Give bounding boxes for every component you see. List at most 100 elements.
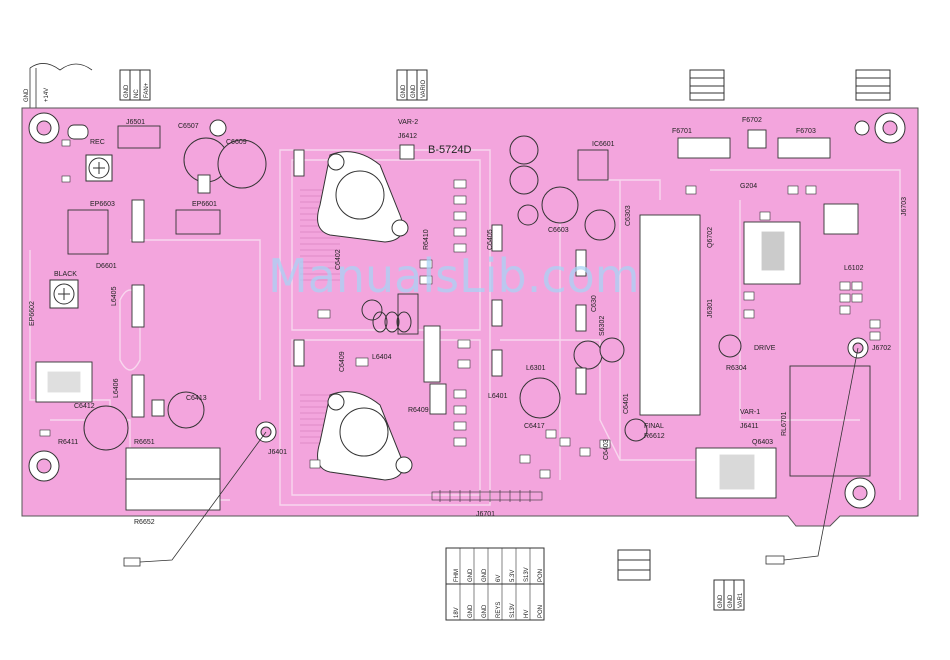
label-ep6601: EP6601 [192,201,217,208]
label-c6412: C6412 [74,403,95,410]
pcb-board [21,107,919,527]
label-j6703: J6703 [901,197,908,216]
wire-label-gnd: GND [24,88,30,102]
label-l6406: L6406 [113,378,120,398]
round-capacitors [83,135,742,451]
label-ep6603: EP6603 [90,201,115,208]
mounting-holes [28,112,906,509]
label-c6402: C6402 [335,249,342,270]
label-c6303: C6303 [625,205,632,226]
label-r6410: R6410 [423,229,430,250]
label-black: BLACK [54,271,77,278]
rect-components [35,124,871,511]
probe-leads [123,347,859,567]
bottom-connector-labels-upper: FHM GND GND 6V 5.3V S13V PON [454,567,544,582]
label-l6102: L6102 [844,265,864,272]
fan-pin-3: FAN+ [144,82,150,98]
var1-connector: GND GND VAR1 [713,579,745,611]
label-f6703: F6703 [796,128,816,135]
vario-pin-2: GND [411,84,417,98]
label-l6404: L6404 [372,354,392,361]
label-j6301: J6301 [707,299,714,318]
var1-pin-1: GND [718,594,724,608]
bottom-connector-block [445,547,545,621]
fan-pin-2: NC [134,89,140,98]
label-r6612: R6612 [644,433,665,440]
label-q6403: Q6403 [752,439,773,446]
top-blank-connector-2 [855,69,891,101]
vario-pin-1: GND [401,84,407,98]
label-l6401: L6401 [488,393,508,400]
fan-pin-1: GND [124,84,130,98]
label-c6417: C6417 [524,423,545,430]
label-r6652: R6652 [134,519,155,526]
pin-fhm: FHM [454,569,460,582]
label-drive: DRIVE [754,345,776,352]
label-f6701: F6701 [672,128,692,135]
label-s6302: S6302 [599,316,606,336]
heatsink-hatching [300,189,340,444]
label-c6603: C6603 [548,227,569,234]
label-board-code: B-5724D [428,144,471,156]
label-var1: VAR-1 [740,409,760,416]
var1-pin-3: VAR1 [738,592,744,608]
label-c6401: C6401 [623,393,630,414]
label-c6609: C6609 [226,139,247,146]
pin-gnd-c: GND [468,604,474,618]
pin-6v: 6V [496,575,502,582]
power-transistor-upper [317,151,409,243]
bottom-connector-labels-lower: 18V GND GND REYS S13V HV PON [454,602,544,618]
vario-connector: GND GND VARIO [396,69,428,101]
variable-resistor-rec [85,154,113,182]
label-l6405: L6405 [111,286,118,306]
label-final: FINAL [644,423,664,430]
label-r6411: R6411 [58,439,78,446]
label-r6409: R6409 [408,407,429,414]
pin-5-3v: 5.3V [510,570,516,582]
label-c6403: C6403 [603,439,610,460]
label-c6507: C6507 [178,123,199,130]
pin-s13v-b: S13V [510,603,516,618]
pin-gnd-b: GND [482,568,488,582]
pin-pon-a: PON [538,569,544,582]
pin-hv: HV [524,610,530,618]
label-r6651: R6651 [134,439,155,446]
coil-l6404 [372,311,412,333]
power-transistor-lower [317,391,413,481]
label-ic6601: IC6601 [592,141,615,148]
smd-parts [39,139,881,479]
label-var2: VAR-2 [398,119,418,126]
pin-pon-b: PON [538,605,544,618]
label-c6413: C6413 [186,395,207,402]
label-c6405: C6405 [487,229,494,250]
variable-resistor-black [49,279,79,309]
label-g204: G204 [740,183,757,190]
pin-reys: REYS [496,602,502,618]
label-q6702: Q6702 [707,227,714,248]
label-j6702: J6702 [872,345,891,352]
pin-gnd-a: GND [468,568,474,582]
label-d6601: D6601 [96,263,117,270]
top-blank-connector-1 [689,69,725,101]
label-c630: C630 [591,295,598,312]
label-j6411: J6411 [740,423,759,430]
label-j6412: J6412 [398,133,417,140]
label-l6301: L6301 [526,365,546,372]
fan-connector: GND NC FAN+ [119,69,151,101]
pin-s13v-a: S13V [524,567,530,582]
label-j6701: J6701 [476,511,495,518]
label-f6702: F6702 [742,117,762,124]
label-r6304: R6304 [726,365,747,372]
label-rec: REC [90,139,105,146]
watermark-text: ManualsLib.com [268,249,640,303]
bottom-blank-connector [617,549,651,581]
label-j6501: J6501 [126,119,145,126]
var1-pin-2: GND [728,594,734,608]
j6701-header [431,490,543,502]
label-j6401: J6401 [268,449,287,456]
label-ep6602: EP6602 [29,301,36,326]
label-c6409: C6409 [339,351,346,372]
pin-gnd-d: GND [482,604,488,618]
pin-18v: 18V [454,607,460,618]
